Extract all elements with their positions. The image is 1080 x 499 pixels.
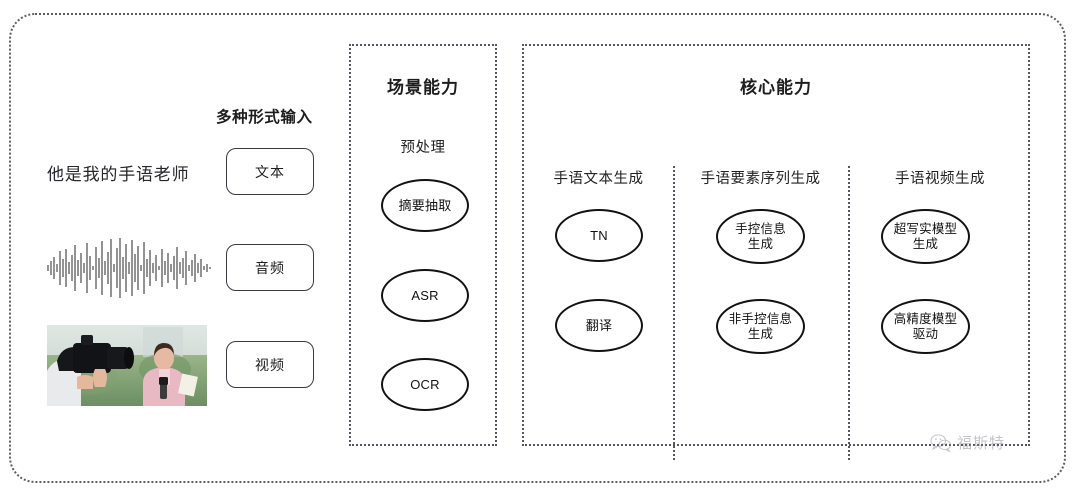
node-label: 翻译 — [585, 317, 613, 333]
outer-frame — [9, 13, 1066, 483]
modality-pill-text[interactable]: 文本 — [226, 148, 314, 195]
core-capability-title: 核心能力 — [740, 78, 812, 97]
core-column-label-element-sequence: 手语要素序列生成 — [700, 171, 821, 187]
video-thumbnail — [47, 325, 207, 406]
modality-pill-audio[interactable]: 音频 — [226, 244, 314, 291]
node-high-precision-model-driving[interactable]: 高精度模型 驱动 — [881, 299, 970, 354]
node-manual-info-generation[interactable]: 手控信息 生成 — [716, 209, 805, 264]
wechat-icon — [930, 433, 952, 453]
node-label: 超写实模型 生成 — [893, 221, 958, 251]
node-label: TN — [590, 227, 608, 243]
scene-group-label: 预处理 — [400, 140, 446, 156]
node-ocr[interactable]: OCR — [381, 358, 469, 411]
node-translation[interactable]: 翻译 — [555, 299, 643, 352]
node-summary-extraction[interactable]: 摘要抽取 — [381, 179, 469, 232]
node-asr[interactable]: ASR — [381, 269, 469, 322]
modality-pill-video[interactable]: 视频 — [226, 341, 314, 388]
audio-waveform-icon — [43, 237, 215, 299]
node-tn[interactable]: TN — [555, 209, 643, 262]
watermark-text: 福斯特 — [957, 435, 1006, 452]
node-label: ASR — [411, 287, 439, 303]
node-label: 手控信息 生成 — [735, 221, 786, 251]
input-section-heading: 多种形式输入 — [216, 109, 313, 126]
node-label: 高精度模型 驱动 — [893, 311, 958, 341]
sample-input-text: 他是我的手语老师 — [47, 165, 190, 184]
modality-pill-label: 音频 — [255, 259, 285, 276]
watermark: 福斯特 — [930, 432, 1005, 453]
node-label: OCR — [410, 376, 440, 392]
node-photoreal-model-generation[interactable]: 超写实模型 生成 — [881, 209, 970, 264]
node-non-manual-info-generation[interactable]: 非手控信息 生成 — [716, 299, 805, 354]
modality-pill-label: 文本 — [255, 163, 285, 180]
node-label: 摘要抽取 — [398, 197, 452, 213]
modality-pill-label: 视频 — [255, 356, 285, 373]
scene-capability-title: 场景能力 — [387, 78, 459, 97]
scene-capability-panel: 场景能力 预处理 摘要抽取 ASR OCR — [349, 44, 497, 446]
column-divider-1 — [673, 166, 675, 460]
core-capability-panel: 核心能力 手语文本生成 TN 翻译 手语要素序列生成 手控信息 生成 非手控信息… — [522, 44, 1030, 460]
core-column-label-video: 手语视频生成 — [895, 171, 985, 187]
core-column-label-text: 手语文本生成 — [553, 171, 644, 187]
node-label: 非手控信息 生成 — [728, 311, 793, 341]
column-divider-2 — [848, 166, 850, 460]
